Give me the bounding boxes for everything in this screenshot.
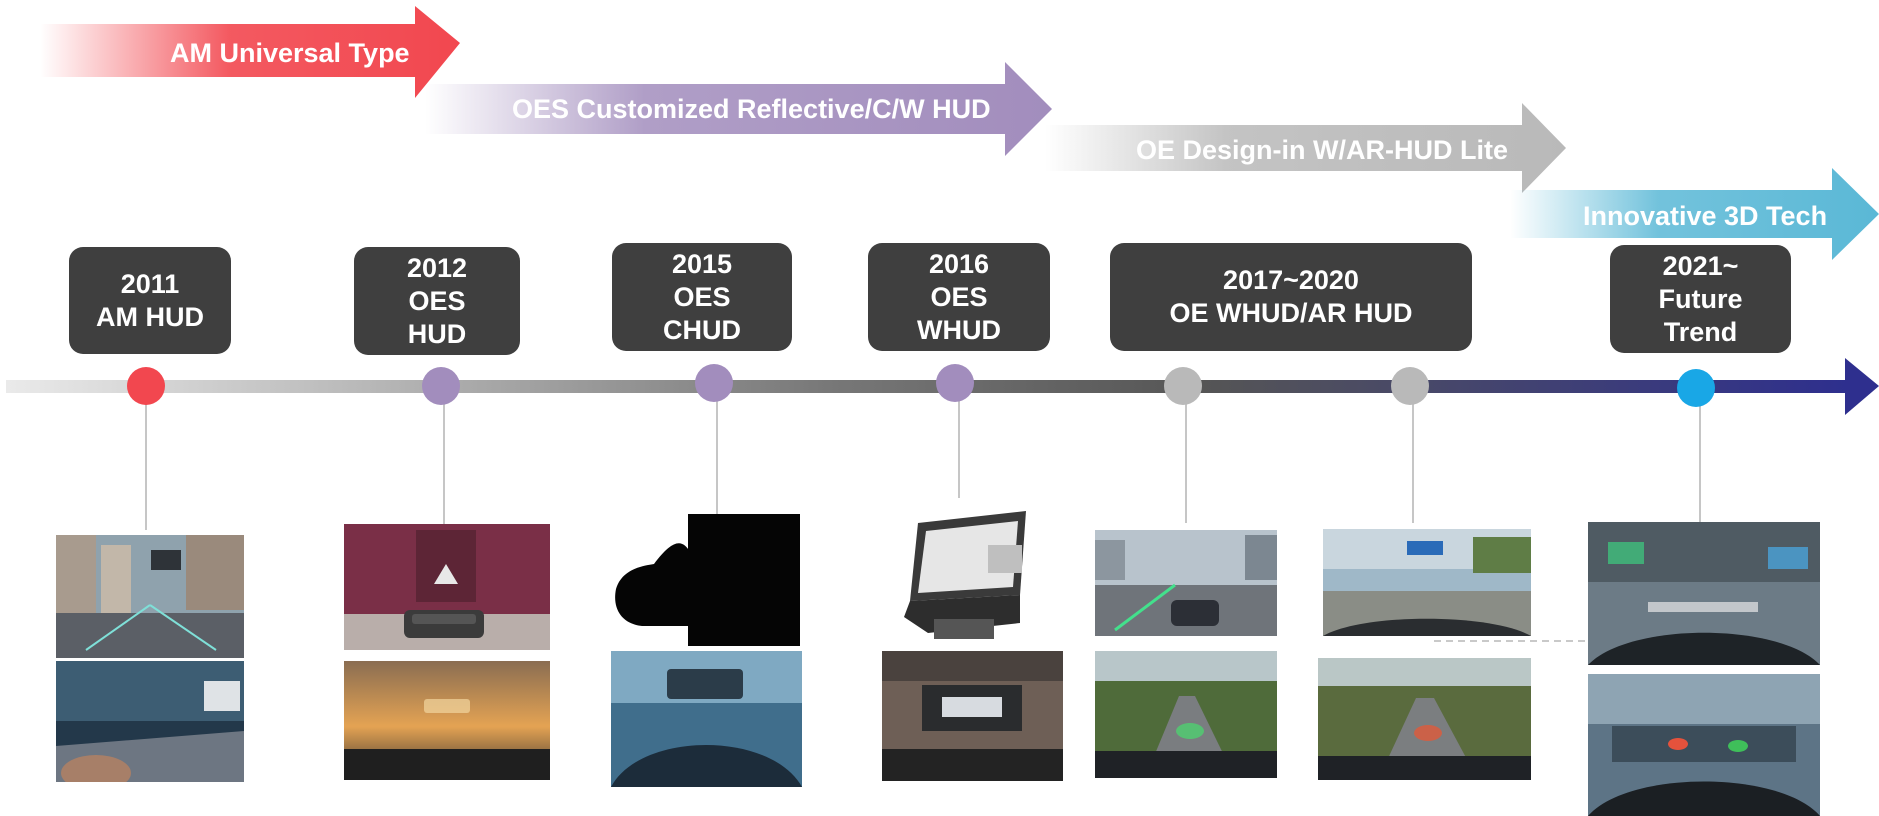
phase-arrow-innovative <box>1510 168 1879 260</box>
milestone-type: OES <box>408 285 466 316</box>
oes-whud-room-photo <box>882 651 1063 781</box>
timeline-bar <box>6 380 1848 393</box>
phase-arrow-oes <box>425 62 1052 156</box>
milestone-box-2011: 2011 AM HUD <box>69 247 231 354</box>
am-hud-dashboard-photo <box>56 661 244 782</box>
connector-lines <box>145 383 1701 530</box>
timeline-arrowhead <box>1845 358 1879 415</box>
oes-chud-device-photo <box>612 514 800 646</box>
dot-2021 <box>1677 369 1715 407</box>
milestone-dots <box>127 364 1715 407</box>
phase-label-innovative: Innovative 3D Tech <box>1583 201 1828 231</box>
milestone-type: WHUD <box>917 314 1001 345</box>
milestone-year: 2016 <box>928 248 990 279</box>
oes-hud-sunset-photo <box>344 661 550 780</box>
future-ar-crosswalk-photo <box>1588 522 1820 665</box>
phase-label-oes: OES Customized Reflective/C/W HUD <box>512 94 991 124</box>
milestone-type: HUD <box>407 318 467 349</box>
milestone-year: 2021~ <box>1662 250 1739 281</box>
milestone-year: 2011 <box>120 268 180 299</box>
milestone-type: CHUD <box>663 314 741 345</box>
phase-arrow-oe <box>1045 103 1566 193</box>
oes-chud-dashboard-photo <box>611 651 802 787</box>
oe-whud-highway-photo <box>1095 530 1277 636</box>
milestone-box-2016: 2016 OES WHUD <box>868 243 1050 351</box>
milestone-type: OE WHUD/AR HUD <box>1169 298 1413 328</box>
dot-2017 <box>1164 367 1202 405</box>
phase-label-oe: OE Design-in W/AR-HUD Lite <box>1136 135 1508 165</box>
oes-whud-unit-photo <box>888 505 1038 650</box>
milestone-box-2021: 2021~ Future Trend <box>1610 245 1791 353</box>
milestone-type: Future <box>1658 283 1743 314</box>
milestone-type: Trend <box>1663 316 1738 347</box>
milestone-year: 2012 <box>406 252 468 283</box>
milestone-box-2012: 2012 OES HUD <box>354 247 520 355</box>
milestone-box-2015: 2015 OES CHUD <box>612 243 792 351</box>
milestone-type: AM HUD <box>96 301 204 332</box>
milestone-year: 2017~2020 <box>1223 265 1359 295</box>
milestone-type: OES <box>673 281 731 312</box>
dot-2012 <box>422 367 460 405</box>
milestone-year: 2015 <box>671 248 733 279</box>
am-hud-city-ar-photo <box>56 535 244 658</box>
oe-whud-road-photo-1 <box>1095 651 1277 778</box>
future-ar-dashboard-photo <box>1588 674 1820 816</box>
oe-whud-road-photo-2 <box>1318 658 1531 780</box>
dot-2011 <box>127 367 165 405</box>
oe-whud-highway-sign-photo <box>1323 529 1531 636</box>
dot-2020 <box>1391 367 1429 405</box>
milestone-type: OES <box>930 281 988 312</box>
dot-2015 <box>695 364 733 402</box>
phase-arrow-am <box>40 6 460 98</box>
phase-label-am: AM Universal Type <box>170 38 410 68</box>
oes-hud-device-photo <box>344 524 550 650</box>
dot-2016 <box>936 364 974 402</box>
milestone-box-2017-2020: 2017~2020 OE WHUD/AR HUD <box>1110 243 1472 351</box>
